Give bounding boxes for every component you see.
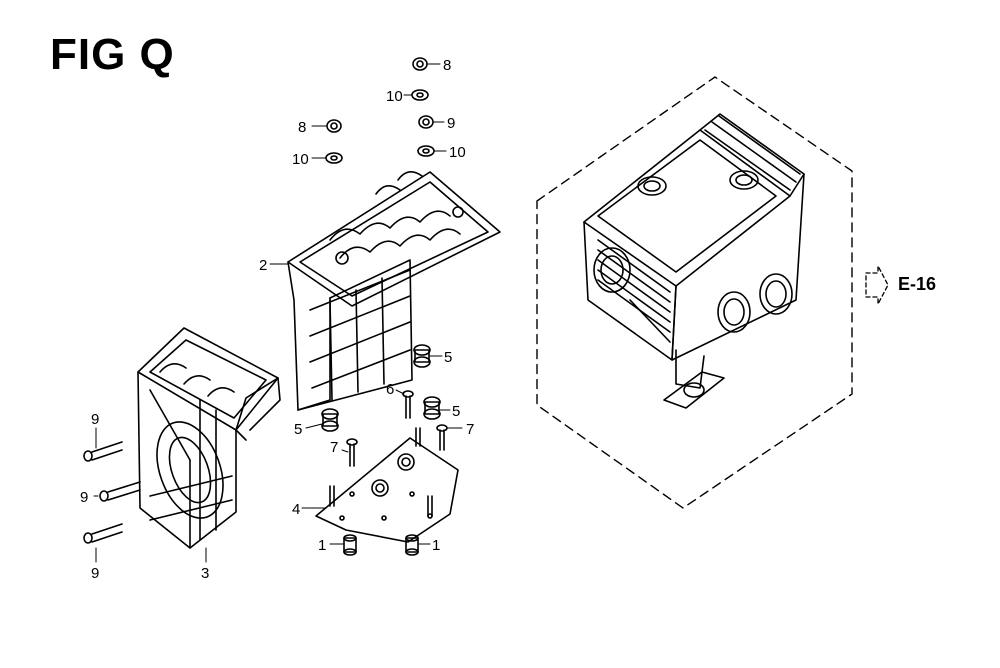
callout-10: 10 [449, 144, 466, 161]
callout-8: 8 [298, 119, 306, 136]
callout-4: 4 [292, 501, 300, 518]
reference-link-label[interactable]: E-16 [898, 274, 937, 294]
bolt-icon [83, 441, 141, 544]
grommet-icon [321, 344, 441, 432]
stud-bolt-icon [329, 427, 433, 517]
washer-icon [325, 89, 435, 164]
insulator-block [137, 327, 281, 549]
heat-shield-bracket [287, 171, 501, 411]
callout-7: 7 [330, 439, 338, 456]
collar-icon [343, 534, 419, 556]
callout-5: 5 [444, 349, 452, 366]
callout-9: 9 [91, 565, 99, 582]
callout-1: 1 [432, 537, 440, 554]
muffler-reference-outline [536, 76, 853, 509]
leader-lines [93, 63, 463, 563]
callout-8: 9 [447, 115, 455, 132]
muffler-icon [583, 113, 805, 409]
base-plate [315, 437, 459, 543]
nut-icon [326, 57, 434, 133]
callout-10: 10 [292, 151, 309, 168]
callout-3: 3 [201, 565, 209, 582]
callout-8: 8 [443, 57, 451, 74]
callout-labels: 8 10 8 9 10 10 2 5 5 5 6 7 7 4 1 1 9 9 9… [80, 57, 474, 582]
callout-10: 10 [386, 88, 403, 105]
callout-5: 5 [294, 421, 302, 438]
callout-2: 2 [259, 257, 267, 274]
callout-1: 1 [318, 537, 326, 554]
callout-6: 6 [386, 381, 394, 398]
callout-5: 5 [452, 403, 460, 420]
figure-title: FIG Q [50, 30, 175, 79]
callout-9: 9 [91, 411, 99, 428]
callout-9: 9 [80, 489, 88, 506]
reference-arrow-icon [865, 265, 889, 305]
callout-7: 7 [466, 421, 474, 438]
